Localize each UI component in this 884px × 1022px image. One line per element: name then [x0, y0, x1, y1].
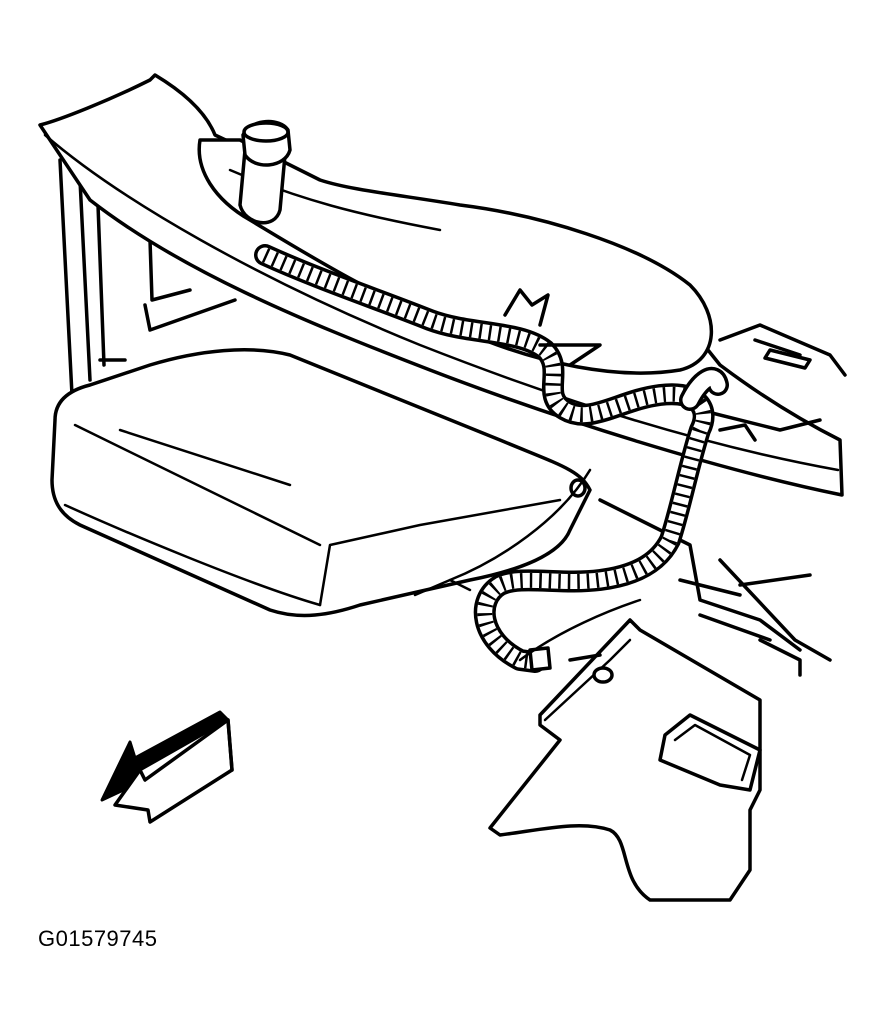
lower-mounting-plate: [488, 618, 762, 902]
front-direction-arrow: [100, 710, 234, 824]
control-module-box: [50, 348, 592, 618]
wiring-harness: [254, 244, 729, 673]
figure-code-label: G01579745: [38, 926, 158, 951]
left-support-bracket: [58, 158, 237, 397]
right-body-structure: [598, 323, 847, 677]
fluid-reservoir: [197, 119, 713, 375]
